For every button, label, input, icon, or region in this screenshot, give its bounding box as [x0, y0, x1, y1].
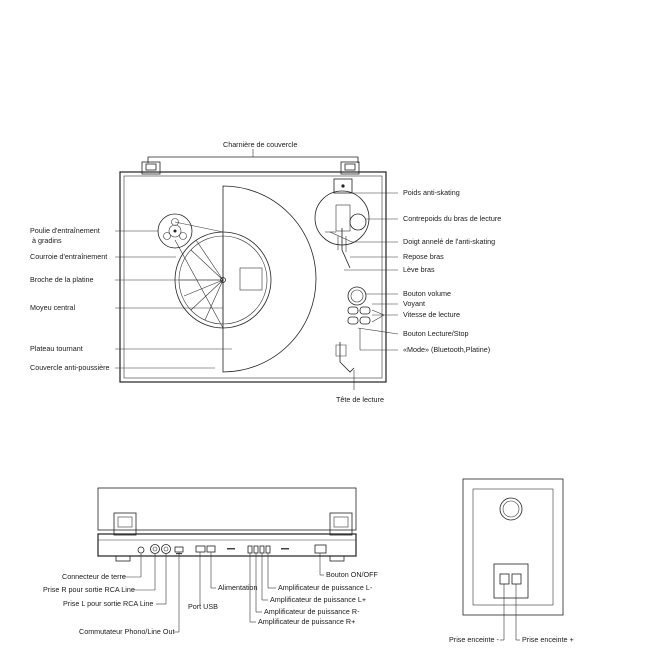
label-rca-r: Prise R pour sortie RCA Line	[43, 585, 135, 594]
speaker-cabinet	[462, 478, 564, 616]
label-ground: Connecteur de terre	[62, 572, 126, 581]
label-usb: Port USB	[188, 602, 218, 611]
phono-line-switch	[174, 546, 184, 553]
cartridge	[339, 342, 355, 373]
label-mode: «Mode» (Bluetooth,Platine)	[403, 345, 490, 354]
label-play-stop: Bouton Lecture/Stop	[403, 329, 469, 338]
speed-button-45	[359, 306, 371, 315]
label-speed: Vitesse de lecture	[403, 310, 460, 319]
power-jack	[206, 545, 216, 553]
rear-right-hinge	[329, 512, 353, 536]
volume-knob	[347, 286, 367, 306]
rear-base	[97, 533, 357, 557]
tonearm-pivot	[335, 204, 351, 232]
label-volume-knob: Bouton volume	[403, 289, 451, 298]
dust-cover	[222, 185, 317, 373]
usb-port	[195, 545, 206, 553]
label-on-off: Bouton ON/OFF	[326, 570, 379, 579]
tonearm	[341, 228, 351, 269]
label-phono-switch: Commutateur Phono/Line Out	[79, 627, 175, 636]
terminal-minus	[499, 573, 510, 585]
right-hinge	[340, 161, 360, 175]
label-amp-r-plus: Amplificateur de puissance R+	[258, 617, 355, 626]
label-anti-skating-weight: Poids anti-skating	[403, 188, 460, 197]
rear-left-hinge	[113, 512, 137, 536]
left-hinge	[141, 161, 161, 175]
plinth	[119, 171, 387, 383]
terminal-plate	[493, 563, 529, 599]
anti-skating-weight	[333, 178, 353, 194]
label-step-pulley-2: à gradins	[32, 236, 62, 245]
label-cartridge: Tête de lecture	[336, 395, 384, 404]
label-hub: Moyeu central	[30, 303, 76, 312]
rear-view: Connecteur de terre Prise R pour sortie …	[43, 487, 379, 636]
on-off-switch	[314, 544, 327, 554]
label-counterweight: Contrepoids du bras de lecture	[403, 214, 501, 223]
rear-lid	[97, 487, 357, 531]
mode-button	[359, 316, 371, 325]
rca-l-jack	[161, 544, 171, 554]
ground-connector	[137, 546, 145, 554]
label-platter: Plateau tournant	[30, 344, 83, 353]
terminal-plus	[511, 573, 522, 585]
label-indicator: Voyant	[403, 299, 425, 308]
label-amp-l-plus: Amplificateur de puissance L+	[270, 595, 366, 604]
play-stop-button	[347, 316, 359, 325]
top-view: Charnière de couvercle	[30, 140, 501, 404]
label-power: Alimentation	[218, 583, 258, 592]
bass-port	[499, 497, 523, 521]
speed-button-33	[347, 306, 359, 315]
spindle	[220, 277, 226, 283]
label-anti-skating-finger: Doigt annelé de l'anti-skating	[403, 237, 495, 246]
label-spindle: Broche de la platine	[30, 275, 94, 284]
label-drive-belt: Courroie d'entraînement	[30, 252, 107, 261]
label-amp-r-minus: Amplificateur de puissance R-	[264, 607, 360, 616]
label-step-pulley-1: Poulie d'entraînement	[30, 226, 100, 235]
speaker-view: Prise enceinte - Prise enceinte +	[449, 478, 574, 644]
cover-label-plate	[239, 267, 263, 291]
label-amp-l-minus: Amplificateur de puissance L-	[278, 583, 373, 592]
label-dust-cover: Couvercle anti-poussière	[30, 363, 110, 372]
label-speaker-minus: Prise enceinte -	[449, 635, 500, 644]
label-arm-rest: Repose bras	[403, 252, 444, 261]
rca-r-jack	[150, 544, 160, 554]
counterweight	[349, 213, 367, 231]
drive-belt	[174, 221, 224, 329]
label-rca-l: Prise L pour sortie RCA Line	[63, 599, 153, 608]
label-speaker-plus: Prise enceinte +	[522, 635, 574, 644]
label-arm-lift: Lève bras	[403, 265, 435, 274]
hinge-label: Charnière de couvercle	[223, 140, 297, 149]
